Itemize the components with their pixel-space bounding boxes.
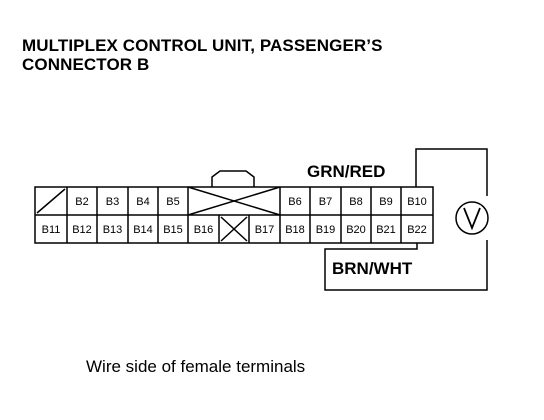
pin-b4: B4 — [136, 196, 149, 208]
pin-b9: B9 — [379, 196, 392, 208]
pin-b22: B22 — [407, 224, 427, 236]
wire-upper — [415, 148, 488, 196]
empty-cavity-x-2 — [220, 216, 248, 242]
pin-b12: B12 — [72, 224, 92, 236]
pin-b8: B8 — [349, 196, 362, 208]
title-line-1: MULTIPLEX CONTROL UNIT, PASSENGER’S — [22, 36, 383, 55]
pin-b2: B2 — [75, 196, 88, 208]
wire-label-lower: BRN/WHT — [332, 259, 413, 278]
pin-b15: B15 — [163, 224, 183, 236]
pin-b16: B16 — [194, 224, 214, 236]
pin-b6: B6 — [288, 196, 301, 208]
wire-label-upper: GRN/RED — [307, 162, 385, 181]
diagram-caption: Wire side of female terminals — [86, 357, 306, 376]
pin-b13: B13 — [103, 224, 123, 236]
pin-b10: B10 — [407, 196, 427, 208]
title-line-2: CONNECTOR B — [22, 55, 150, 74]
pin-b20: B20 — [346, 224, 366, 236]
voltmeter-symbol — [463, 207, 481, 231]
pin-b3: B3 — [106, 196, 119, 208]
connector-latch — [211, 170, 255, 187]
pin-b21: B21 — [376, 224, 396, 236]
empty-cavity-mark — [36, 188, 66, 214]
pin-b11: B11 — [42, 224, 61, 236]
voltmeter-circle — [455, 201, 489, 235]
pin-b7: B7 — [319, 196, 332, 208]
blank-area-x-2 — [187, 186, 281, 216]
pin-b5: B5 — [166, 196, 179, 208]
pin-b18: B18 — [285, 224, 305, 236]
diagram-title: MULTIPLEX CONTROL UNIT, PASSENGER’S CONN… — [22, 36, 383, 74]
pin-b19: B19 — [316, 224, 336, 236]
wire-lower — [324, 240, 488, 291]
pin-b17: B17 — [255, 224, 275, 236]
pin-b14: B14 — [133, 224, 153, 236]
